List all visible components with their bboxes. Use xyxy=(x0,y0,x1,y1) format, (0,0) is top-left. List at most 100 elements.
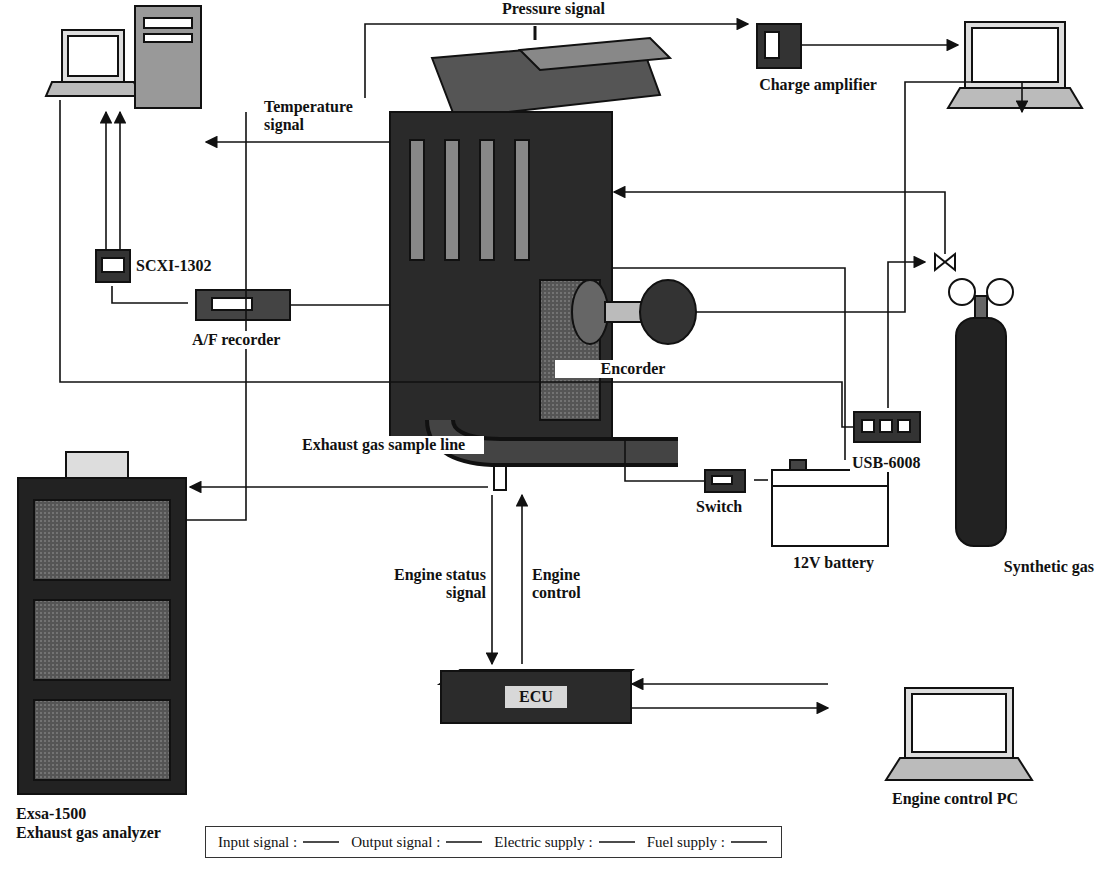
illustration-part xyxy=(144,18,192,28)
signal-label: Exhaust gas sample line xyxy=(300,436,484,454)
legend-sample xyxy=(597,837,637,847)
illustration-part xyxy=(491,495,493,664)
node-label: USB-6008 xyxy=(850,454,932,472)
illustration-part xyxy=(410,140,424,260)
engine xyxy=(390,26,670,442)
signal-label: Temperature signal xyxy=(262,98,376,135)
ecu-box: ECU xyxy=(440,670,632,724)
desktop-computer xyxy=(46,6,201,108)
legend-item: Electric supply : xyxy=(494,834,636,851)
encoder-node: Encorder xyxy=(555,278,711,378)
battery xyxy=(772,460,888,546)
illustration-part xyxy=(640,280,696,344)
legend-text: Electric supply : xyxy=(494,834,592,851)
illustration-part xyxy=(905,688,1013,758)
illustration-part xyxy=(119,112,121,250)
gas-node: Synthetic gas xyxy=(925,178,1096,576)
illustration-part xyxy=(862,420,874,432)
illustration-part xyxy=(105,112,107,250)
exhaust-pipe xyxy=(440,420,678,490)
node-label: Exhaust gas analyzer xyxy=(14,824,206,842)
illustration-part xyxy=(801,44,958,46)
af-recorder-box xyxy=(196,290,290,320)
illustration-part xyxy=(757,24,801,68)
legend-line xyxy=(303,841,339,843)
illustration-part xyxy=(494,466,506,490)
node-label: Engine control PC xyxy=(828,790,1082,808)
recorder-node: A/F recorder xyxy=(188,287,304,349)
illustration-part xyxy=(948,88,1082,108)
illustration-part xyxy=(34,600,170,680)
illustration-part xyxy=(854,412,920,442)
illustration-part xyxy=(772,485,888,487)
legend-sample xyxy=(729,837,769,847)
legend-item: Output signal : xyxy=(351,834,484,851)
illustration-part xyxy=(965,22,1065,88)
illustration-part xyxy=(880,420,892,432)
analyzer-node: Exsa-1500Exhaust gas analyzer xyxy=(10,446,206,842)
illustration-part xyxy=(186,112,246,520)
legend-text: Input signal : xyxy=(218,834,297,851)
illustration-part xyxy=(68,36,118,76)
illustration-part xyxy=(886,758,1032,780)
switch-node: Switch xyxy=(692,466,754,516)
illustration-part xyxy=(765,32,779,58)
signal-label: Pressure signal xyxy=(500,0,654,18)
gas-cylinder xyxy=(935,254,1013,546)
illustration-part xyxy=(912,694,1006,752)
legend-sample xyxy=(301,837,341,847)
illustration-part xyxy=(62,30,124,82)
illustration-part xyxy=(34,500,170,580)
illustration-part xyxy=(975,296,987,318)
connector xyxy=(754,479,768,481)
node-label: 12V battery xyxy=(768,554,899,572)
illustration-part xyxy=(520,38,670,70)
illustration-part xyxy=(949,279,975,305)
engine-control-laptop xyxy=(886,688,1032,780)
illustration-part xyxy=(96,250,130,282)
pc-node: Engine control PC xyxy=(828,680,1082,808)
illustration-part xyxy=(66,452,128,478)
usb-box xyxy=(854,412,920,442)
exhaust-analyzer xyxy=(18,452,186,794)
legend-item: Input signal : xyxy=(218,834,341,851)
illustration-part xyxy=(390,112,612,442)
node-label: Charge amplifier xyxy=(740,76,896,94)
signal-label: Engine control xyxy=(530,566,614,603)
amplifier-node: Charge amplifier xyxy=(740,22,896,94)
legend-text: Fuel supply : xyxy=(647,834,725,851)
illustration-part xyxy=(135,6,201,108)
legend-sample xyxy=(444,837,484,847)
legend-line xyxy=(731,841,767,843)
node-label: ECU xyxy=(505,686,567,708)
illustration-part xyxy=(790,460,806,470)
battery-node: 12V battery xyxy=(768,452,899,572)
node-label: Exsa-1500 xyxy=(14,805,206,823)
illustration-part xyxy=(935,254,955,270)
illustration-part xyxy=(18,478,186,794)
illustration-part xyxy=(712,476,732,484)
illustration-part xyxy=(898,420,910,432)
illustration-part xyxy=(144,34,192,42)
legend-box: Input signal : Output signal : Electric su… xyxy=(205,826,782,858)
illustration-part xyxy=(972,28,1058,82)
illustration-part xyxy=(206,141,390,143)
illustration-part xyxy=(60,100,854,427)
illustration-part xyxy=(515,140,529,260)
illustration-part xyxy=(34,700,170,780)
illustration-part xyxy=(534,26,537,40)
illustration-part xyxy=(365,24,748,112)
illustration-part xyxy=(614,192,945,254)
node-label: Synthetic gas xyxy=(925,558,1096,576)
illustration-part xyxy=(987,279,1013,305)
legend-line xyxy=(599,841,635,843)
legend-item: Fuel supply : xyxy=(647,834,769,851)
illustration-part xyxy=(956,318,1006,546)
node-label: A/F recorder xyxy=(190,331,304,349)
legend-text: Output signal : xyxy=(351,834,440,851)
illustration-part xyxy=(196,290,290,320)
signal-wires xyxy=(60,24,1022,664)
connector xyxy=(632,683,828,685)
